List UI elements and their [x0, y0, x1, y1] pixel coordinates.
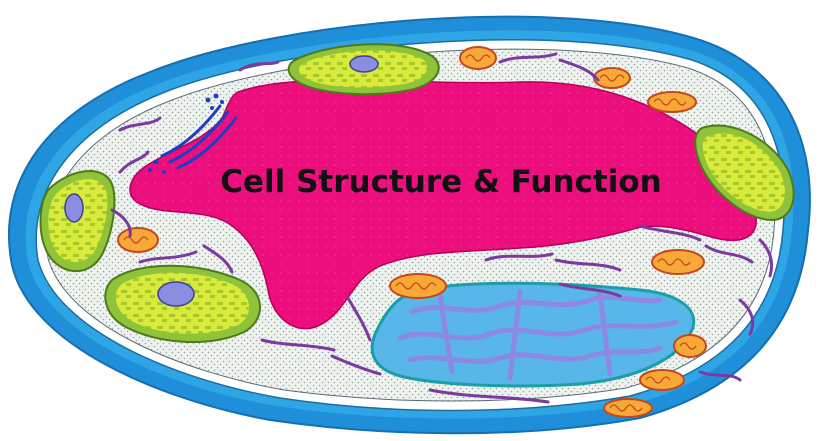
diagram-title: Cell Structure & Function — [220, 164, 661, 200]
